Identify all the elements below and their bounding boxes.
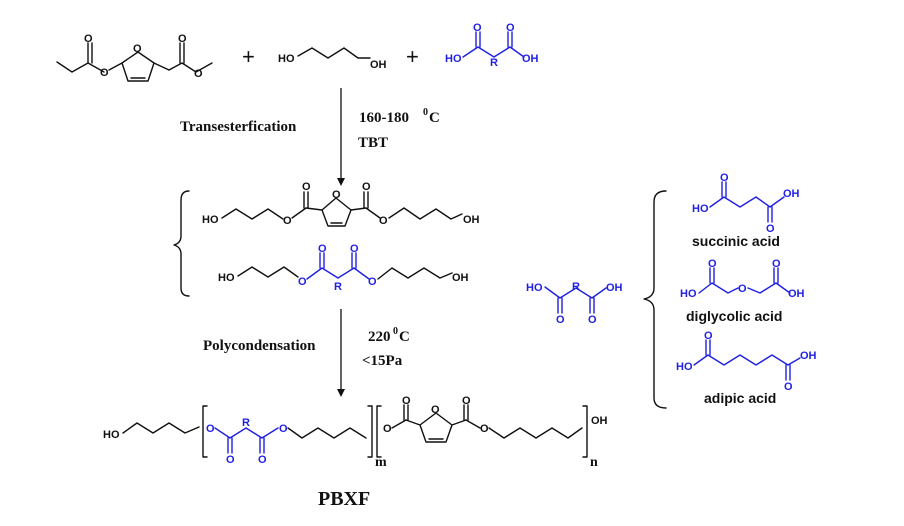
- plus-sign: +: [242, 44, 255, 69]
- atom-o: O: [194, 68, 203, 80]
- oh-label: HO: [278, 53, 295, 65]
- atom-o: O: [379, 215, 388, 227]
- oh-label: OH: [522, 53, 539, 65]
- atom-o: O: [383, 423, 392, 435]
- adipic-acid-label: adipic acid: [704, 390, 776, 406]
- step2-pressure: <15Pa: [362, 353, 403, 369]
- atom-o: O: [100, 67, 109, 79]
- general-diacid: HO O O R OH: [526, 281, 623, 326]
- oh-label: OH: [783, 188, 800, 200]
- subscript-n: n: [590, 455, 598, 470]
- oh-label: OH: [463, 214, 480, 226]
- atom-o: O: [784, 381, 793, 393]
- celsius-unit: C: [399, 329, 410, 345]
- r-group: R: [242, 417, 250, 429]
- atom-o: O: [84, 33, 93, 45]
- atom-o: O: [480, 423, 489, 435]
- atom-o: O: [368, 276, 377, 288]
- atom-o: O: [473, 22, 482, 34]
- adipic-acid-structure: HO O O OH: [676, 330, 817, 393]
- atom-o: O: [588, 314, 597, 326]
- r-group: R: [490, 57, 498, 69]
- generic-diacid: HO O O R OH: [445, 22, 539, 69]
- oh-label: OH: [800, 350, 817, 362]
- atom-o: O: [226, 454, 235, 466]
- atom-o: O: [350, 243, 359, 255]
- atom-o: O: [766, 223, 775, 235]
- atom-o: O: [302, 181, 311, 193]
- atom-o: O: [318, 243, 327, 255]
- atom-o: O: [738, 283, 747, 295]
- step2-temperature: 220: [368, 329, 391, 345]
- oh-label: HO: [680, 288, 697, 300]
- polymer-name: PBXF: [318, 488, 370, 510]
- atom-o: O: [178, 33, 187, 45]
- oh-label: HO: [526, 282, 543, 294]
- degree-superscript: 0: [393, 326, 398, 337]
- succinic-acid-structure: HO O O OH: [692, 172, 800, 235]
- oh-label: HO: [202, 214, 219, 226]
- atom-o: O: [206, 423, 215, 435]
- oh-label: HO: [103, 429, 120, 441]
- oh-label: OH: [370, 59, 387, 71]
- atom-o: O: [708, 258, 717, 270]
- step1-temperature: 160-180: [359, 110, 409, 126]
- oh-label: HO: [676, 361, 693, 373]
- oh-label: OH: [606, 282, 623, 294]
- dimethyl-furandicarboxylate: O O O O O: [56, 33, 213, 82]
- atom-o: O: [704, 330, 713, 342]
- oh-label: OH: [591, 415, 608, 427]
- atom-o: O: [772, 258, 781, 270]
- bis-hydroxybutyl-diacid-ester: HO O O O R O OH: [218, 243, 469, 293]
- r-group: R: [334, 281, 342, 293]
- atom-o: O: [298, 276, 307, 288]
- diglycolic-acid-label: diglycolic acid: [686, 308, 782, 324]
- subscript-m: m: [375, 455, 387, 470]
- plus-sign: +: [406, 44, 419, 69]
- furan-ring-oxygen: O: [332, 189, 341, 201]
- oh-label: HO: [445, 53, 462, 65]
- atom-o: O: [283, 215, 292, 227]
- oh-label: HO: [218, 272, 235, 284]
- butanediol: HO OH: [278, 47, 387, 71]
- step2-label: Polycondensation: [203, 338, 316, 354]
- celsius-unit: C: [429, 110, 440, 126]
- pbxf-polymer-structure: HO O O O R O m O O O O O n O: [103, 395, 608, 470]
- atom-o: O: [258, 454, 267, 466]
- atom-o: O: [506, 22, 515, 34]
- oh-label: OH: [452, 272, 469, 284]
- atom-o: O: [720, 172, 729, 184]
- succinic-acid-label: succinic acid: [692, 233, 780, 249]
- atom-o: O: [462, 395, 471, 407]
- oh-label: HO: [692, 203, 709, 215]
- bis-hydroxybutyl-furandicarboxylate: HO O O O O O OH: [202, 181, 480, 227]
- r-group: R: [572, 281, 580, 293]
- furan-ring-oxygen: O: [133, 43, 142, 55]
- degree-superscript: 0: [423, 107, 428, 118]
- oh-label: OH: [788, 288, 805, 300]
- atom-o: O: [402, 395, 411, 407]
- atom-o: O: [556, 314, 565, 326]
- furan-ring-oxygen: O: [431, 404, 440, 416]
- step1-label: Transesterfication: [180, 119, 297, 135]
- atom-o: O: [362, 181, 371, 193]
- step1-catalyst: TBT: [358, 135, 388, 151]
- atom-o: O: [279, 423, 288, 435]
- diglycolic-acid-structure: HO O O O OH: [680, 258, 805, 300]
